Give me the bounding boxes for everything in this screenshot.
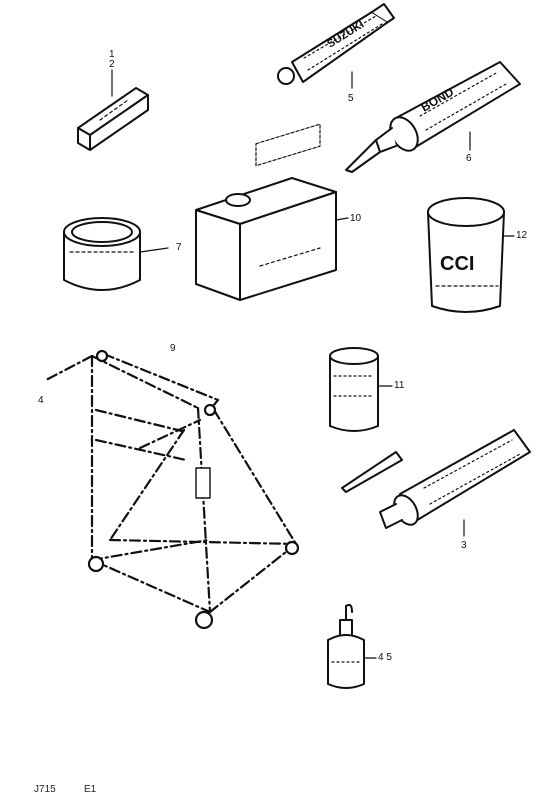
- can-10: [195, 123, 349, 301]
- nozzle-cap: [341, 451, 403, 493]
- footer-suffix: E1: [84, 784, 97, 795]
- bottle-4-5: [327, 603, 377, 689]
- tube-5: [277, 3, 395, 89]
- label-part-1: 1: [109, 49, 115, 60]
- label-part-4: 4: [38, 395, 44, 406]
- label-part-6: 6: [466, 153, 472, 164]
- label-part-12: 12: [516, 230, 528, 241]
- can-11: [329, 347, 393, 432]
- label-part-9: 9: [170, 343, 176, 354]
- label-part-11: 11: [394, 380, 405, 391]
- tin-7: [63, 217, 169, 291]
- can-12-print: CCI: [440, 253, 474, 275]
- block-part: [77, 87, 149, 151]
- label-part-7: 7: [176, 242, 182, 253]
- footer-code: J715: [34, 784, 56, 795]
- label-part-2: 2: [109, 59, 115, 70]
- label-part-5: 5: [348, 93, 354, 104]
- tube-6: [345, 61, 521, 173]
- label-part-4-5: 4 5: [378, 652, 392, 663]
- label-part-3: 3: [461, 540, 467, 551]
- stand-frame-9: [44, 349, 300, 630]
- can-12: [427, 197, 515, 313]
- tube-3: [379, 429, 531, 537]
- label-part-10: 10: [350, 213, 362, 224]
